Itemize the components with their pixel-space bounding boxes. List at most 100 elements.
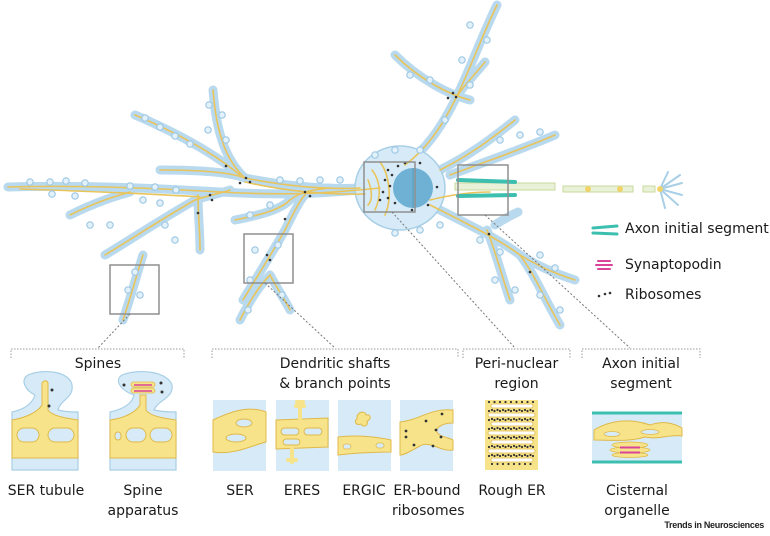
ribosome-dot (512, 417, 516, 421)
ribosome-dot (496, 408, 499, 412)
ribosome-dot (504, 418, 507, 422)
ribosome-dot (490, 444, 494, 448)
ribosome-dot (526, 409, 529, 413)
group-title-axon-2: segment (610, 376, 672, 392)
ribosome-dot (512, 444, 516, 448)
ribosome-dot (523, 453, 527, 457)
ribosome-dot (531, 454, 535, 458)
ribosome-dot (523, 408, 527, 412)
ribosome-dot (487, 409, 491, 413)
ribosome-dot (487, 445, 491, 449)
ribosome-dot (501, 453, 505, 457)
ribosome-dot (504, 445, 507, 449)
ribosome-dot (496, 453, 499, 457)
panel-er-bound-ribosomes (399, 400, 454, 471)
ribosome-dot (512, 426, 516, 430)
zoom-box-axon (457, 164, 509, 216)
ribosome-dot (501, 408, 505, 412)
ribosome-dot (493, 400, 496, 404)
ribosome-dot (531, 418, 535, 422)
ribosome-dot (496, 426, 499, 430)
ribosome-dot (523, 462, 527, 466)
ribosome-dot (490, 435, 494, 439)
ribosome-dot (493, 454, 496, 458)
ribosome-dot (498, 418, 502, 422)
ribosome-dot (529, 417, 532, 421)
ribosome-dot (526, 454, 529, 458)
ribosome-dot (523, 444, 527, 448)
ribosome-dot (487, 436, 491, 440)
ribosome-dot (490, 453, 494, 457)
group-title-perinuclear-2: region (494, 376, 539, 392)
ribosome-dot (520, 436, 524, 440)
ribosome-dot (512, 435, 516, 439)
ribosome-dot (515, 454, 518, 458)
ribosomes-icon (597, 291, 612, 298)
ribosome-dot (496, 435, 499, 439)
ribosome-dot (529, 444, 532, 448)
journal-credit: Trends in Neurosciences (664, 520, 764, 530)
ribosome-dot (507, 417, 510, 421)
ribosome-dot (531, 436, 535, 440)
ribosome-dot (523, 426, 527, 430)
zoom-box-perinuclear (363, 161, 416, 213)
ribosome-dot (526, 436, 529, 440)
ribosome-dot (520, 454, 524, 458)
ribosome-dot (493, 436, 496, 440)
ribosome-dot (531, 445, 535, 449)
ribosome-dot (518, 462, 521, 466)
panel-label-spine-apparatus-2: apparatus (107, 503, 179, 519)
ribosome-dot (501, 417, 505, 421)
ribosome-dot (496, 444, 499, 448)
legend-label-ribosomes: Ribosomes (625, 287, 702, 303)
ribosome-dot (515, 418, 518, 422)
panel-ser (212, 400, 267, 471)
ribosome-dot (490, 462, 494, 466)
ribosome-dot (518, 444, 521, 448)
ribosome-dot (498, 454, 502, 458)
ribosome-dot (509, 418, 513, 422)
connector-lines (97, 211, 631, 349)
ribosome-dot (518, 435, 521, 439)
synaptopodin-icon (595, 260, 613, 270)
ribosome-dot (504, 436, 507, 440)
group-title-spines: Spines (74, 356, 122, 372)
ribosome-dot (493, 445, 496, 449)
zoom-boxes (109, 161, 509, 315)
ribosome-dot (490, 408, 494, 412)
ribosome-dot (504, 454, 507, 458)
ribosome-dot (531, 409, 535, 413)
ribosome-dot (501, 444, 505, 448)
ribosome-dot (487, 400, 491, 404)
axon (454, 171, 683, 209)
group-title-dendritic-1: Dendritic shafts (279, 356, 391, 372)
ribosome-dot (512, 453, 516, 457)
ribosome-dot (520, 400, 524, 404)
panel-eres (275, 400, 329, 471)
ribosome-dot (515, 409, 518, 413)
ribosome-dot (498, 427, 502, 431)
ribosome-dot (509, 445, 513, 449)
ribosome-dot (526, 427, 529, 431)
ribosome-dot (523, 417, 527, 421)
ribosome-dot (504, 427, 507, 431)
zoom-box-dendritic (243, 233, 294, 284)
ribosome-dot (490, 417, 494, 421)
ribosome-dot (531, 427, 535, 431)
panel-label-cisternal-2: organelle (604, 503, 670, 519)
ribosome-dot (509, 409, 513, 413)
ribosome-dot (515, 427, 518, 431)
ribosome-dot (498, 409, 502, 413)
ribosome-dot (507, 453, 510, 457)
ribosome-dot (518, 453, 521, 457)
ribosome-dot (504, 400, 507, 404)
ribosome-dot (493, 409, 496, 413)
panel-label-eres: ERES (283, 483, 321, 499)
ribosome-dot (518, 426, 521, 430)
axon-initial-segment-icon (591, 224, 619, 236)
ribosome-dot (490, 426, 494, 430)
legend-label-axon-initial-segment: Axon initial segment (625, 221, 769, 237)
panel-cisternal-organelle (592, 411, 683, 464)
ribosome-dot (487, 418, 491, 422)
